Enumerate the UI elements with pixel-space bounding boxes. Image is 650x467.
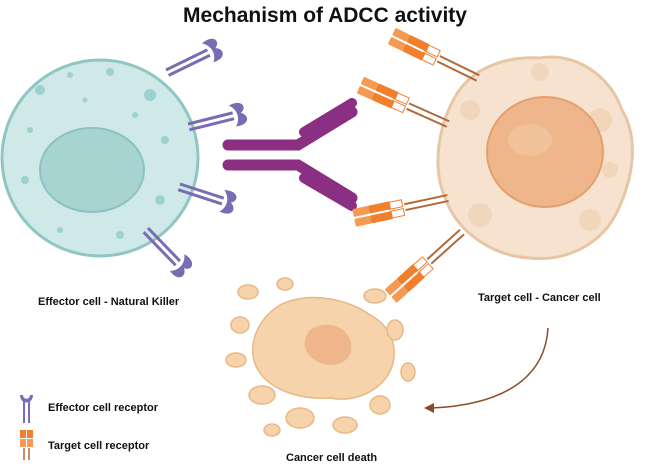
effector-cell	[0, 58, 200, 258]
target-cell-label: Target cell - Cancer cell	[478, 292, 601, 304]
diagram-title: Mechanism of ADCC activity	[183, 4, 467, 27]
legend-target-receptor-label: Target cell receptor	[48, 440, 150, 452]
legend-target-receptor-icon	[20, 430, 33, 460]
target-cell	[436, 55, 634, 261]
cancer-cell-death-label: Cancer cell death	[286, 452, 378, 464]
effector-cell-label: Effector cell - Natural Killer	[38, 296, 180, 308]
antibody	[222, 98, 358, 211]
cancer-cell-death	[225, 277, 416, 437]
legend-effector-receptor-label: Effector cell receptor	[48, 402, 159, 414]
death-arrow	[424, 327, 549, 413]
legend-effector-receptor-icon	[20, 395, 33, 423]
